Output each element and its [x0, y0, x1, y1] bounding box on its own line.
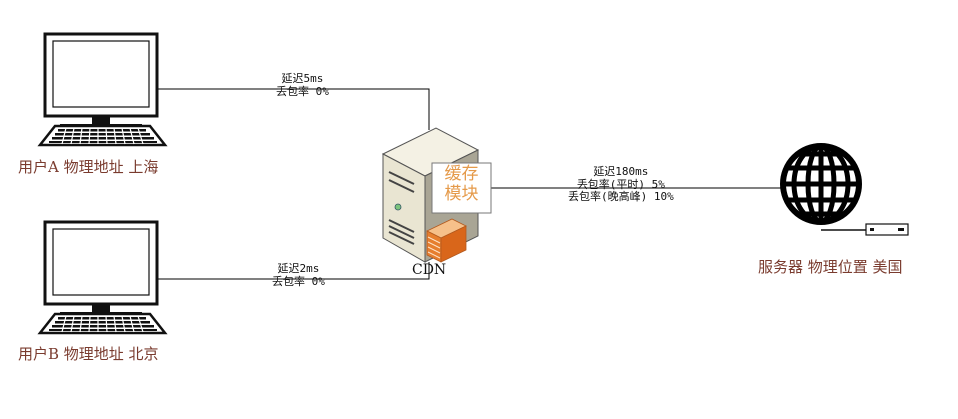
cache-line-2: 模块: [444, 184, 479, 205]
user-b-latency: 延迟2ms: [277, 262, 320, 275]
server-link-label: 延迟180ms 丢包率(平时) 5% 丢包率(晚高峰) 10%: [568, 165, 674, 204]
user-a-latency: 延迟5ms: [281, 72, 324, 85]
server-latency: 延迟180ms: [593, 165, 649, 178]
link-user-b: [100, 262, 430, 280]
user-b-loss: 丢包率 0%: [272, 274, 325, 288]
server-loss-normal: 丢包率(平时) 5%: [576, 177, 665, 191]
server-caption: 服务器 物理位置 美国: [758, 258, 903, 276]
globe-icon: [780, 143, 862, 225]
user-a-link-label: 延迟5ms 丢包率 0%: [276, 72, 329, 98]
server-loss-peak: 丢包率(晚高峰) 10%: [568, 190, 674, 204]
user-b-link-label: 延迟2ms 丢包率 0%: [272, 262, 325, 288]
disk-stack-icon: [426, 218, 467, 263]
link-user-a: [100, 88, 430, 130]
user-b-caption: 用户B 物理地址 北京: [18, 345, 159, 363]
cache-module-box: [431, 162, 492, 214]
cdn-label: CDN: [412, 262, 447, 278]
connection-lines: [100, 88, 783, 280]
cache-line-1: 缓存: [444, 164, 479, 184]
user-a-caption: 用户A 物理地址 上海: [18, 158, 159, 176]
user-a-loss: 丢包率 0%: [276, 84, 329, 98]
computer-icon: [37, 32, 168, 147]
cache-module-label: 缓存 模块: [432, 164, 491, 205]
network-device-icon: [821, 223, 909, 236]
computer-icon: [37, 220, 168, 335]
